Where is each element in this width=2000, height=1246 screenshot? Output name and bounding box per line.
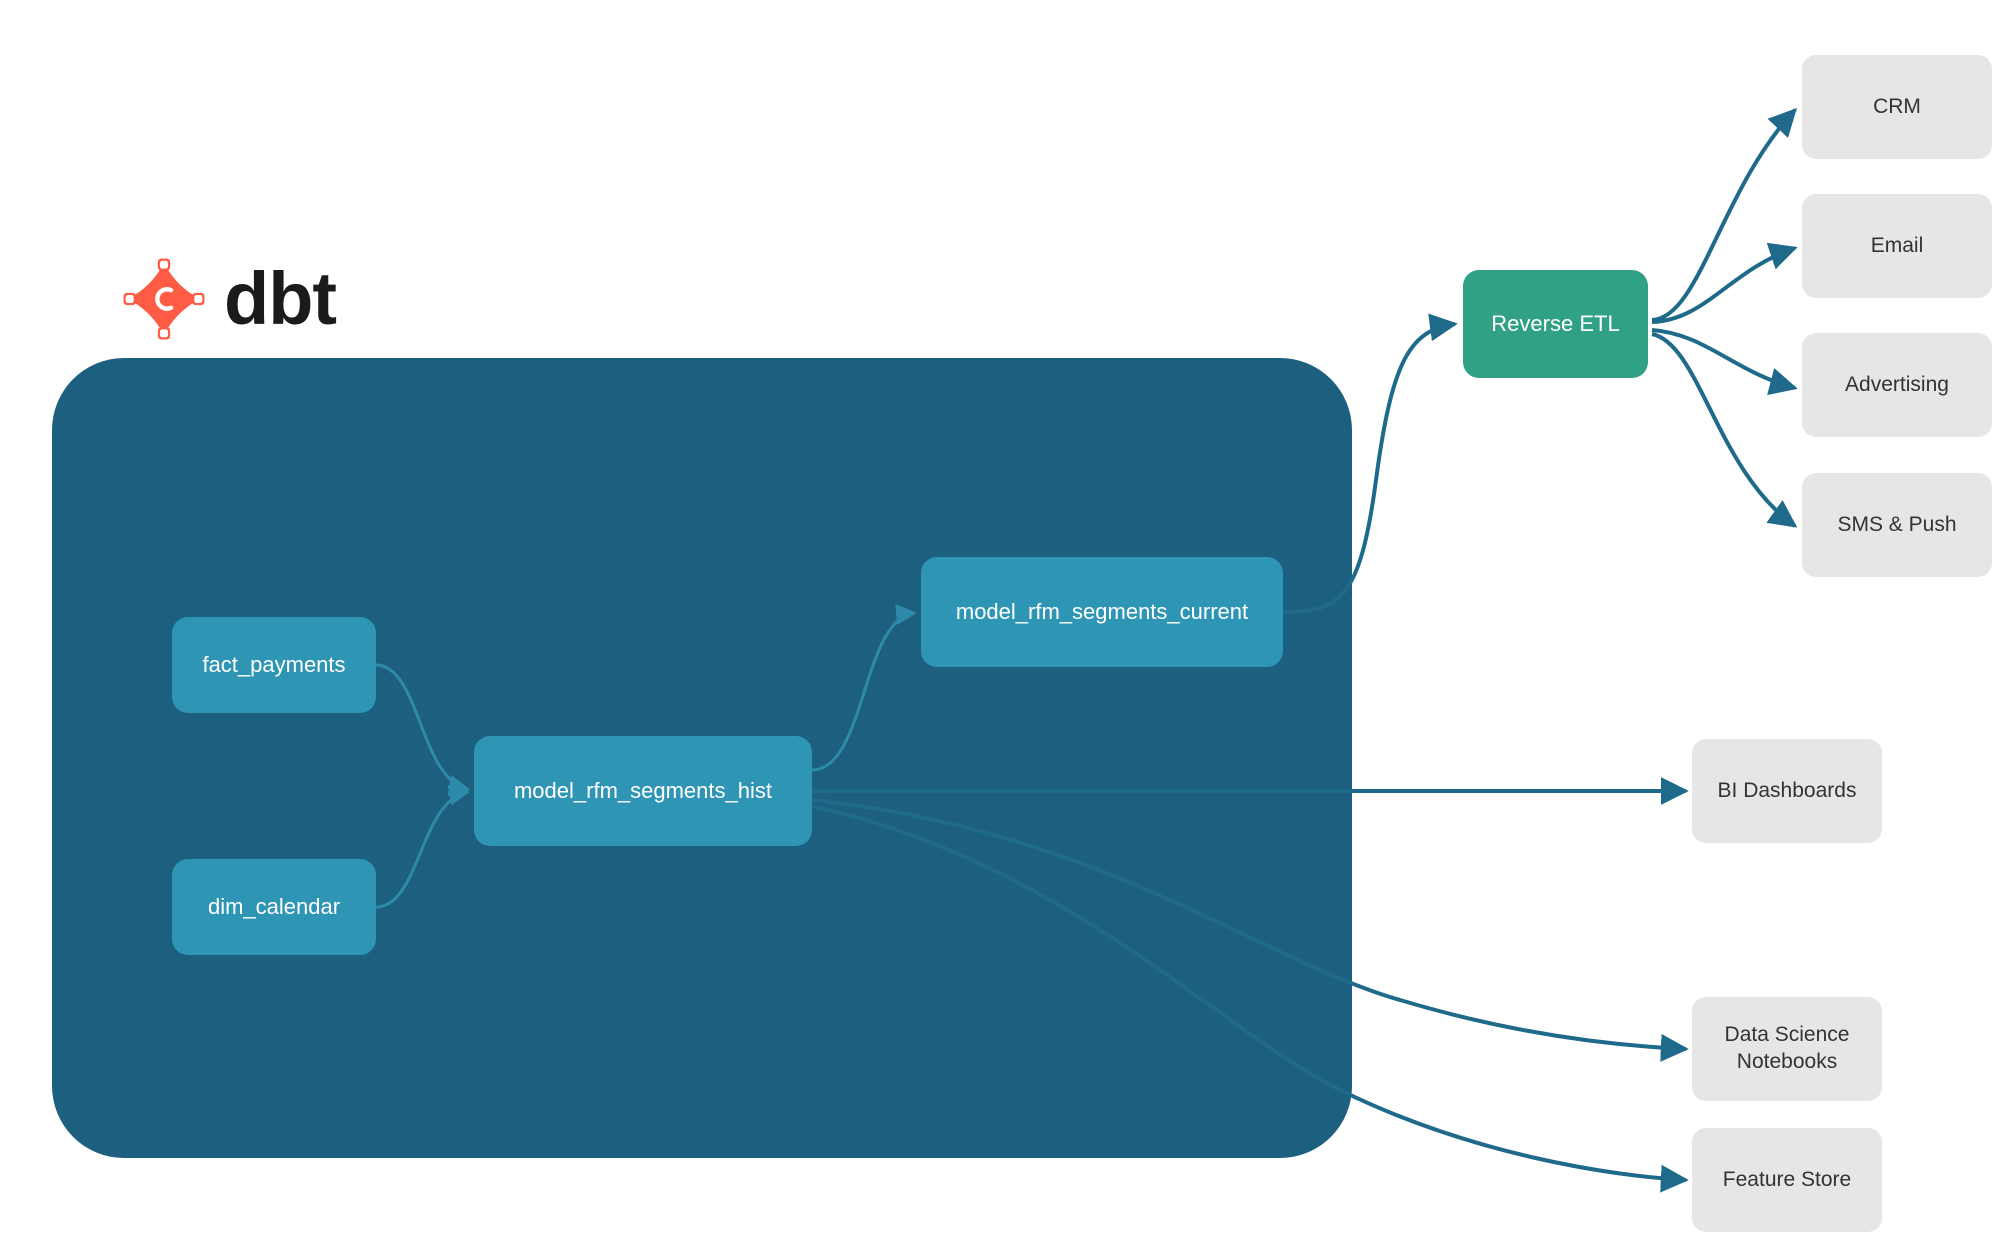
edge-reverse-etl-to-sms-push	[1651, 332, 1798, 528]
destination-label: Feature Store	[1722, 1167, 1852, 1191]
destination-label: Advertising	[1845, 372, 1949, 396]
reverse-etl-node[interactable]: Reverse ETL	[1463, 270, 1648, 378]
destination-node-email[interactable]: Email	[1802, 194, 1992, 298]
destination-node-data-science-notebooks[interactable]: Data Science Notebooks	[1692, 997, 1882, 1101]
model-node-label: model_rfm_segments_current	[955, 598, 1249, 624]
destination-label-line-1: Data Science	[1724, 1023, 1850, 1047]
dbt-wordmark: dbt	[224, 257, 337, 340]
destination-label: CRM	[1873, 94, 1921, 118]
destination-label: BI Dashboards	[1717, 778, 1857, 802]
destination-node-advertising[interactable]: Advertising	[1802, 333, 1992, 437]
destination-node-crm[interactable]: CRM	[1802, 55, 1992, 159]
edge-reverse-etl-to-advertising	[1651, 328, 1798, 396]
model-node-label: dim_calendar	[207, 893, 341, 919]
dbt-mark-icon	[123, 258, 205, 340]
edge-reverse-etl-to-email	[1651, 242, 1798, 324]
model-node-fact-payments[interactable]: fact_payments	[172, 617, 376, 713]
model-node-rfm-segments-current[interactable]: model_rfm_segments_current	[921, 557, 1283, 667]
model-node-dim-calendar[interactable]: dim_calendar	[172, 859, 376, 955]
destination-node-feature-store[interactable]: Feature Store	[1692, 1128, 1882, 1232]
destination-label: Data Science Notebooks	[1725, 1022, 1850, 1076]
reverse-etl-label: Reverse ETL	[1491, 310, 1620, 336]
destination-label-line-2: Notebooks	[1736, 1050, 1838, 1073]
destination-label: Email	[1870, 233, 1924, 257]
dbt-logo: dbt	[120, 255, 337, 343]
destination-node-bi-dashboards[interactable]: BI Dashboards	[1692, 739, 1882, 843]
model-node-label: model_rfm_segments_hist	[513, 777, 772, 803]
model-node-label: fact_payments	[202, 651, 346, 677]
edge-reverse-etl-to-crm	[1651, 107, 1797, 322]
destination-node-sms-push[interactable]: SMS & Push	[1802, 473, 1992, 577]
destination-label: SMS & Push	[1837, 512, 1957, 536]
model-node-rfm-segments-hist[interactable]: model_rfm_segments_hist	[474, 736, 812, 846]
